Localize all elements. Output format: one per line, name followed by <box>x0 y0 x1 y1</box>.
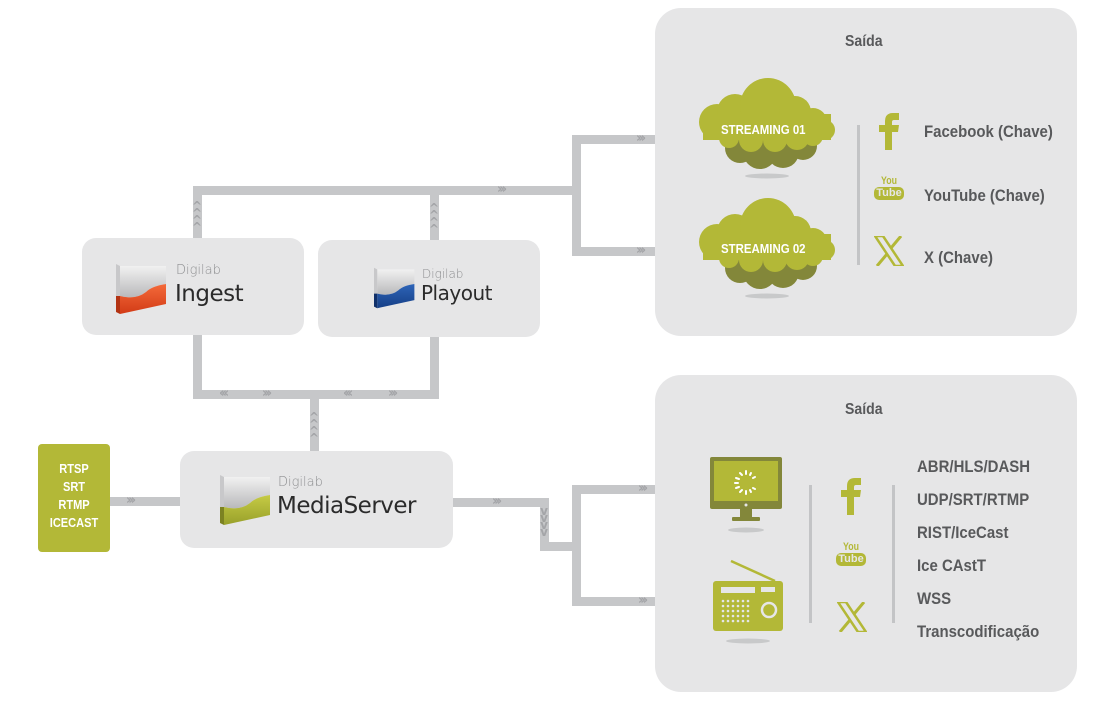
pipe-bottom-split-vertical <box>572 485 581 606</box>
arrow-right-top-bus: ››› <box>497 182 507 197</box>
protocol-label: Transcodificação <box>917 622 1040 641</box>
pipe-mediaserver-down <box>540 498 549 551</box>
pipe-to-streaming-01 <box>572 135 684 144</box>
playout-brand: Digilab <box>422 267 464 281</box>
pipe-ingest-down <box>193 334 202 398</box>
facebook-icon <box>841 478 861 515</box>
input-protocols-box: RTSP SRT RTMP ICECAST <box>38 444 110 552</box>
playout-title: Playout <box>421 281 492 305</box>
panel-bottom-title: Saída <box>845 401 883 418</box>
output-panel-top: Saída STREAMING 01 STREAMING 02 Fac <box>655 8 1077 336</box>
youtube-icon: You Tube <box>872 176 906 200</box>
ingest-title: Ingest <box>175 281 244 307</box>
cloud-icon <box>699 198 835 299</box>
output-panel-bottom: Saída You <box>655 375 1077 692</box>
protocol-label: WSS <box>917 589 952 608</box>
playout-node[interactable]: Digilab Playout <box>318 240 540 337</box>
input-protocol: RTMP <box>58 497 90 512</box>
mediaserver-brand: Digilab <box>278 475 323 490</box>
arrow-right-streaming-01: ››› <box>636 131 646 146</box>
arrow-right-input: ››› <box>126 493 136 508</box>
pipe-input-to-mediaserver <box>109 497 182 506</box>
facebook-icon <box>879 113 899 150</box>
arrow-right-monitor: ››› <box>638 481 648 496</box>
input-protocol: SRT <box>62 479 86 494</box>
protocol-label: UDP/SRT/RTMP <box>917 490 1030 509</box>
pipe-to-streaming-02 <box>572 247 684 256</box>
pipe-playout-up <box>430 186 439 242</box>
arrow-right-streaming-02: ››› <box>636 243 646 258</box>
ingest-brand: Digilab <box>176 263 221 278</box>
radio-icon <box>713 559 783 644</box>
pipe-to-monitor <box>572 485 684 494</box>
pipe-mediaserver-up <box>310 390 319 452</box>
arrow-up-playout: ^^^^ <box>428 201 440 236</box>
cloud-icon <box>699 78 835 179</box>
youtube-you: You <box>881 175 897 187</box>
streaming-01-label: STREAMING 01 <box>721 122 806 137</box>
youtube-tube: Tube <box>874 187 904 200</box>
arrow-right-radio: ››› <box>638 593 648 608</box>
pipe-to-radio <box>572 597 684 606</box>
youtube-label: YouTube (Chave) <box>924 186 1045 205</box>
input-protocol: RTSP <box>59 461 89 476</box>
arrow-left-mid-2: ‹‹‹ <box>343 386 353 401</box>
divider <box>892 485 895 623</box>
mediaserver-logo-icon <box>220 475 270 525</box>
pipe-top-split-vertical <box>572 135 581 256</box>
facebook-label: Facebook (Chave) <box>924 122 1053 141</box>
arrow-right-mid-1: ››› <box>262 386 272 401</box>
divider <box>809 485 812 623</box>
x-icon <box>837 602 867 632</box>
ingest-logo-icon <box>116 264 166 314</box>
youtube-tube: Tube <box>836 553 866 566</box>
protocol-label: Ice CAstT <box>917 556 987 575</box>
monitor-icon <box>710 457 782 533</box>
ingest-node[interactable]: Digilab Ingest <box>82 238 304 335</box>
arrow-up-mediaserver: ^^^^ <box>308 410 320 445</box>
pipe-top-bus <box>193 186 580 195</box>
panel-top-title: Saída <box>845 33 883 50</box>
streaming-02-label: STREAMING 02 <box>721 241 806 256</box>
arrow-up-ingest: ^^^^ <box>191 199 203 234</box>
youtube-you: You <box>843 541 859 553</box>
mediaserver-node[interactable]: Digilab MediaServer <box>180 451 453 548</box>
pipe-mediaserver-step <box>540 542 580 551</box>
pipe-ingest-up <box>193 186 202 240</box>
pipe-mediaserver-out <box>452 498 549 507</box>
divider <box>857 125 860 265</box>
playout-logo-icon <box>374 267 415 309</box>
protocol-label: ABR/HLS/DASH <box>917 457 1031 476</box>
youtube-icon: You Tube <box>834 542 868 566</box>
arrow-right-mediaserver-out: ››› <box>492 494 502 509</box>
mediaserver-title: MediaServer <box>277 493 417 519</box>
pipe-playout-down <box>430 336 439 398</box>
input-protocol: ICECAST <box>49 515 99 530</box>
arrow-right-mid-2: ››› <box>388 386 398 401</box>
arrow-left-mid-1: ‹‹‹ <box>219 386 229 401</box>
x-icon <box>874 236 904 266</box>
x-label: X (Chave) <box>924 248 994 267</box>
protocol-label: RIST/IceCast <box>917 523 1009 542</box>
